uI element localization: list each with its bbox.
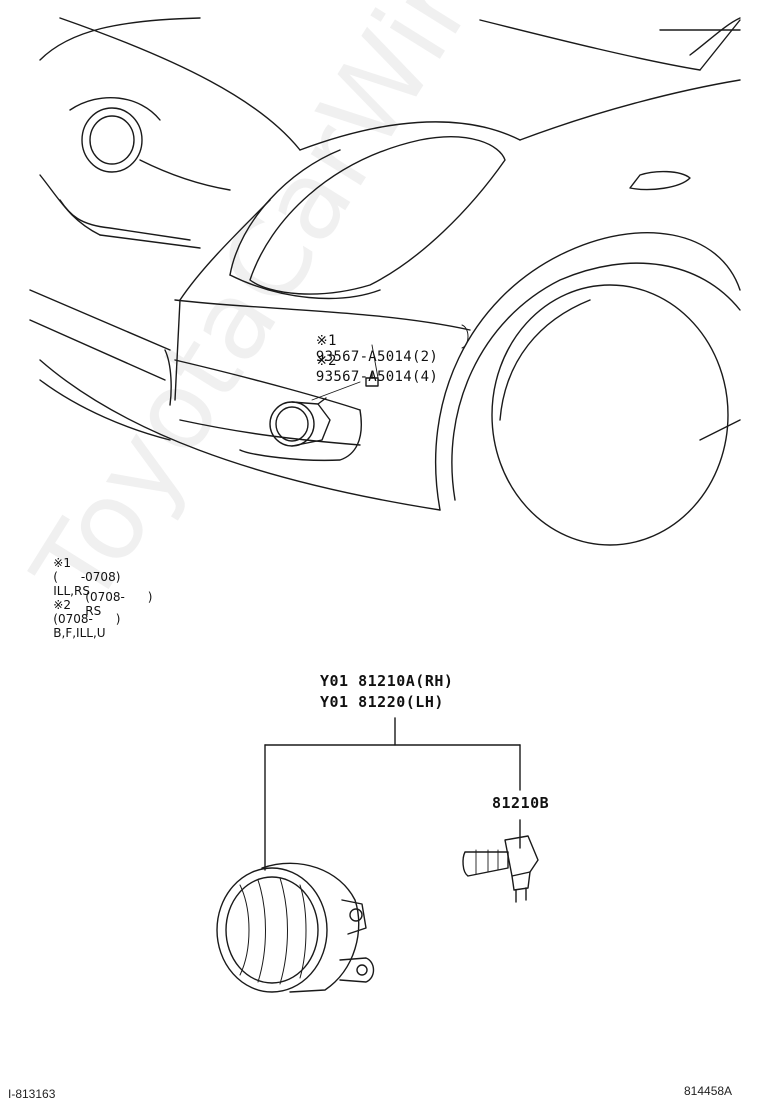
note-row: (0708- ) RS [70, 562, 152, 632]
fog-lamp-part-lh: Y01 81220(LH) [320, 693, 444, 711]
note-range: ( -0708) [53, 570, 121, 584]
note-range: (0708- ) [53, 612, 121, 626]
bolt-part-number: 93567-A5014(2) [315, 349, 439, 365]
callout-mark: ※1 [315, 333, 337, 349]
fog-lamp-part-rh: Y01 81210A(RH) [320, 672, 454, 690]
bolt-part-number: 93567-A5014(4) [315, 369, 439, 385]
bolt-callout-1: ※1 93567-A5014(2) [281, 317, 438, 381]
note-mark: ※1 [53, 556, 71, 570]
note-models: RS [85, 604, 102, 618]
note-row: ※1 ( -0708) ILL,RS [38, 542, 120, 612]
note-models: B,F,ILL,U [53, 626, 106, 640]
reference-code-left: I-813163 [8, 1087, 56, 1101]
note-models: ILL,RS [53, 584, 90, 598]
note-range: (0708- ) [85, 590, 153, 604]
bulb-part-number: 81210B [492, 794, 550, 812]
callout-mark: ※2 [315, 353, 337, 369]
note-row: ※2 (0708- ) B,F,ILL,U [38, 584, 120, 654]
bolt-callout-2: ※2 93567-A5014(4) [281, 337, 438, 401]
reference-code-right: 814458A [684, 1084, 733, 1098]
note-mark: ※2 [53, 598, 71, 612]
